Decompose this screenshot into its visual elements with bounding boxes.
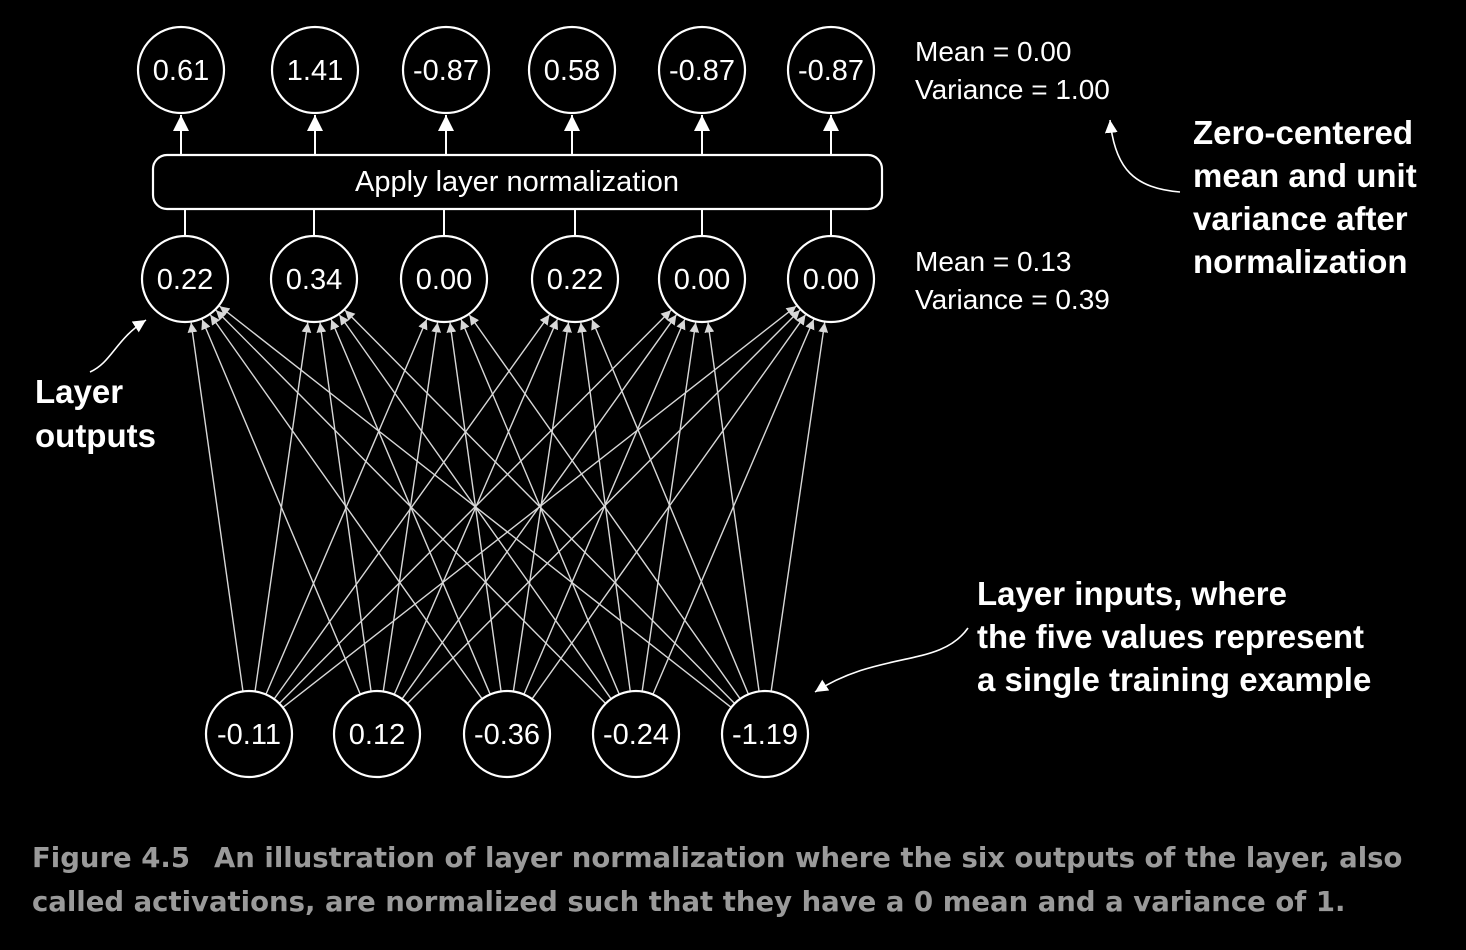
edge-input-4-to-output-0 (219, 305, 733, 709)
input-node-circle (720, 689, 810, 779)
edge-input-3-to-output-0 (215, 309, 607, 705)
stats-after-variance: Variance = 1.00 (915, 74, 1110, 105)
output-node-value: 0.00 (674, 264, 730, 296)
edge-input-4-to-output-1 (344, 309, 736, 705)
output-node: 0.00 (399, 234, 489, 324)
normalized-node: 1.41 (270, 25, 360, 115)
edge-input-2-to-output-4 (522, 319, 686, 696)
stats-before-mean: Mean = 0.13 (915, 246, 1071, 277)
edge-input-1-to-output-4 (400, 314, 677, 701)
output-node: 0.22 (140, 234, 230, 324)
normalization-arrows (173, 115, 839, 236)
normalized-node: -0.87 (401, 25, 491, 115)
output-node-value: 0.22 (547, 264, 603, 296)
input-node-circle (204, 689, 294, 779)
stats-before-variance: Variance = 0.39 (915, 284, 1110, 315)
input-node-value: -1.19 (732, 719, 798, 751)
output-node: 0.00 (786, 234, 876, 324)
annotation-zero-centered-line: variance after (1193, 200, 1408, 237)
annotation-layer-inputs-line: the five values represent (977, 618, 1364, 655)
annotation-layer-inputs: Layer inputs, where the five values repr… (977, 575, 1371, 698)
annotation-layer-inputs-line: a single training example (977, 661, 1371, 698)
input-node-value: -0.24 (603, 719, 669, 751)
annotation-layer-outputs-pointer (89, 319, 147, 373)
annotation-zero-centered-pointer (1104, 119, 1181, 193)
output-node: 0.34 (269, 234, 359, 324)
annotation-layer-outputs: Layer outputs (35, 373, 156, 454)
connection-edges (187, 305, 829, 709)
input-node: -1.19 (720, 689, 810, 779)
normalized-node-value: -0.87 (798, 55, 864, 87)
normalized-node-circle (786, 25, 876, 115)
edge-input-1-to-output-1 (316, 322, 372, 693)
edge-input-4-to-output-2 (468, 314, 742, 701)
annotation-layer-outputs-line: Layer (35, 373, 123, 410)
figure-caption-text: An illustration of layer normalization w… (32, 842, 1403, 918)
normalized-node-circle (136, 25, 226, 115)
input-node-circle (591, 689, 681, 779)
annotation-zero-centered-line: mean and unit (1193, 157, 1417, 194)
normalized-node: -0.87 (657, 25, 747, 115)
input-node-value: -0.11 (217, 719, 281, 751)
edge-input-2-to-output-0 (209, 314, 484, 701)
normalized-node-value: -0.87 (669, 55, 735, 87)
normalized-node-value: 0.58 (544, 55, 600, 87)
output-node-circle (657, 234, 747, 324)
output-node-value: 0.34 (286, 264, 342, 296)
edge-input-1-to-output-0 (201, 319, 362, 696)
normalized-node-circle (527, 25, 617, 115)
annotation-layer-outputs-line: outputs (35, 417, 156, 454)
annotation-layer-inputs-line: Layer inputs, where (977, 575, 1287, 612)
edge-input-3-to-output-4 (641, 322, 700, 693)
annotation-layer-inputs-pointer (814, 627, 969, 693)
node-layers: 0.61 1.41 -0.87 0.58 -0.87 -0.87 0.22 0.34 0.00 0… (136, 25, 876, 779)
output-node: 0.22 (530, 234, 620, 324)
output-node-value: 0.00 (416, 264, 472, 296)
normalized-node: 0.58 (527, 25, 617, 115)
edge-input-4-to-output-4 (704, 322, 760, 693)
normalization-box (151, 153, 884, 211)
normalization-box-label: Apply layer normalization (355, 166, 679, 198)
input-node-circle (332, 689, 422, 779)
annotation-zero-centered: Zero-centered mean and unit variance aft… (1193, 114, 1417, 280)
input-node-circle (462, 689, 552, 779)
figure-caption-number: Figure 4.5 (32, 842, 190, 874)
edge-input-4-to-output-5 (770, 322, 829, 693)
normalized-node: -0.87 (786, 25, 876, 115)
output-node-value: 0.22 (157, 264, 213, 296)
input-node: -0.24 (591, 689, 681, 779)
output-node-circle (786, 234, 876, 324)
stats-after-mean: Mean = 0.00 (915, 36, 1071, 67)
normalized-node: 0.61 (136, 25, 226, 115)
input-node: 0.12 (332, 689, 422, 779)
input-node-value: -0.36 (474, 719, 540, 751)
normalized-node-value: -0.87 (413, 55, 479, 87)
output-node: 0.00 (657, 234, 747, 324)
output-node-circle (399, 234, 489, 324)
annotation-zero-centered-line: Zero-centered (1193, 114, 1413, 151)
normalized-node-circle (270, 25, 360, 115)
output-node-circle (140, 234, 230, 324)
output-node-value: 0.00 (803, 264, 859, 296)
normalized-node-circle (657, 25, 747, 115)
annotation-zero-centered-line: normalization (1193, 243, 1408, 280)
output-node-circle (269, 234, 359, 324)
edge-input-0-to-output-0 (187, 322, 244, 693)
output-node-circle (530, 234, 620, 324)
normalized-node-value: 0.61 (153, 55, 209, 87)
normalized-node-circle (401, 25, 491, 115)
normalized-node-value: 1.41 (287, 55, 343, 87)
input-node-value: 0.12 (349, 719, 405, 751)
edge-input-4-to-output-3 (591, 319, 750, 696)
edge-input-1-to-output-5 (406, 309, 801, 705)
input-node: -0.36 (462, 689, 552, 779)
input-node: -0.11 (204, 689, 294, 779)
